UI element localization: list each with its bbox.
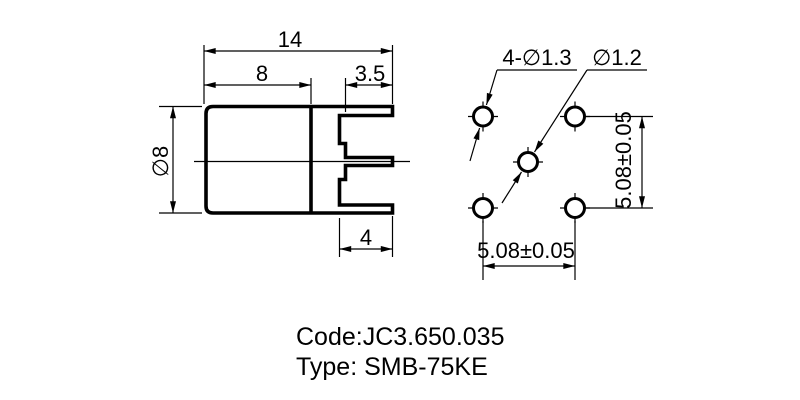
caption-type: Type: SMB-75KE bbox=[296, 353, 488, 381]
callout-corner-holes: 4-∅1.3 bbox=[469, 45, 577, 162]
hole-circle bbox=[472, 105, 494, 128]
caption-code: Code:JC3.650.035 bbox=[296, 323, 504, 351]
dim-prong-width: 4 bbox=[338, 216, 394, 257]
dim-body-diameter-label: ∅8 bbox=[148, 146, 173, 177]
dim-right-step-label: 3.5 bbox=[355, 61, 386, 86]
dim-body-width-label: 8 bbox=[256, 61, 268, 86]
dim-prong-width-label: 4 bbox=[360, 225, 372, 250]
leader-tail bbox=[469, 127, 481, 162]
leader-tail bbox=[501, 171, 523, 204]
connector-body-outline bbox=[204, 104, 395, 215]
hole-circle bbox=[472, 197, 494, 219]
dim-body-diameter: ∅8 bbox=[148, 105, 202, 214]
footprint-view: 4-∅1.3 ∅1.2 5.08±0.05 5.08±0.05 bbox=[468, 45, 653, 280]
callout-center-hole: ∅1.2 bbox=[501, 45, 647, 204]
side-view: 14 8 3.5 ∅8 4 bbox=[148, 27, 410, 257]
dim-total-width-label: 14 bbox=[278, 27, 302, 52]
hole-center bbox=[513, 147, 543, 177]
dim-column-pitch-label: 5.08±0.05 bbox=[477, 238, 575, 263]
leader-line bbox=[485, 69, 498, 106]
callout-center-hole-label: ∅1.2 bbox=[592, 45, 642, 70]
leader-line bbox=[533, 69, 588, 153]
caption-block: Code:JC3.650.035 Type: SMB-75KE bbox=[296, 323, 504, 381]
hole-circle bbox=[564, 197, 586, 219]
dim-column-pitch: 5.08±0.05 bbox=[477, 221, 576, 280]
dim-right-step: 3.5 bbox=[344, 61, 393, 112]
dim-total-width: 14 bbox=[203, 27, 394, 104]
hole-circle bbox=[517, 151, 539, 173]
callout-corner-holes-label: 4-∅1.3 bbox=[502, 45, 571, 70]
hole-bottom-right bbox=[560, 193, 590, 223]
hole-top-left bbox=[468, 101, 498, 132]
hole-circle bbox=[564, 105, 586, 128]
dim-row-pitch-label: 5.08±0.05 bbox=[611, 111, 636, 209]
hole-bottom-left bbox=[468, 193, 498, 223]
dim-row-pitch: 5.08±0.05 bbox=[586, 111, 653, 209]
dim-body-width: 8 bbox=[204, 61, 312, 104]
hole-top-right bbox=[560, 101, 590, 132]
